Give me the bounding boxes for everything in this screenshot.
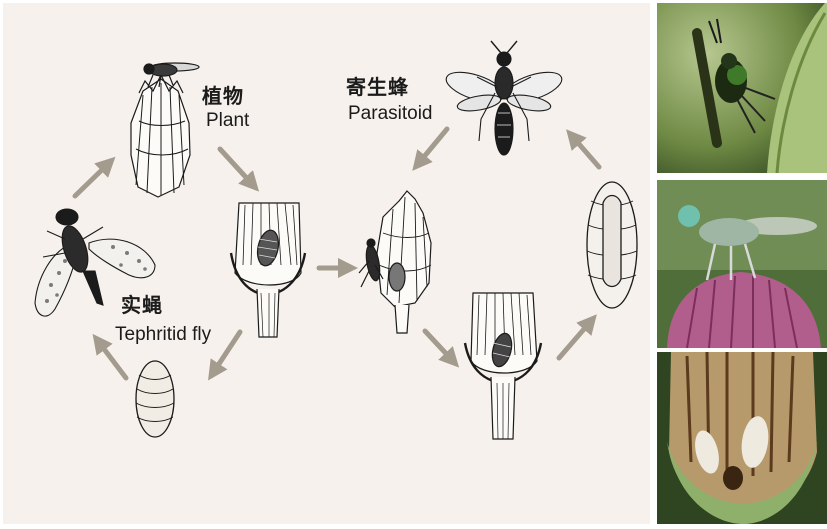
parasitoid-label-en: Parasitoid <box>348 104 433 125</box>
arrow-larva-to-pupa <box>213 332 240 373</box>
fly-on-flowerhead-illustration <box>131 63 199 197</box>
arrow-pupa-to-puparium <box>559 321 591 358</box>
parasitoid-wasp-photo <box>657 3 827 173</box>
arrow-puparium-to-wasp <box>572 136 599 167</box>
arrow-pupa-to-fly <box>98 341 126 378</box>
larvae-in-flowerhead-photo <box>657 352 827 524</box>
parasitoid-label-cn: 寄生蜂 <box>346 76 409 98</box>
fly-label-cn: 实蝇 <box>121 294 163 316</box>
plant-label-cn: 植物 <box>202 85 244 107</box>
life-cycle-diagram: 植物 Plant 寄生蜂 Parasitoid 实蝇 Tephritid fly <box>3 3 650 524</box>
puparium-illustration <box>587 182 637 308</box>
arrow-parasitized-to-pupa <box>425 331 453 361</box>
flowerhead-with-pupa-illustration <box>465 293 541 439</box>
flowerhead-with-larva-illustration <box>231 203 305 337</box>
pupa-illustration <box>136 361 174 437</box>
arrow-plant-to-larva <box>220 149 253 185</box>
plant-label-en: Plant <box>206 111 249 132</box>
arrow-wasp-to-parasitized <box>418 129 447 164</box>
parasitoid-on-flowerhead-illustration <box>359 191 431 333</box>
parasitoid-wasp-illustration <box>443 41 565 155</box>
fly-label-en: Tephritid fly <box>115 325 211 346</box>
diagram-canvas <box>3 3 650 524</box>
tephritid-fly-photo <box>657 180 827 348</box>
arrow-fly-to-plant <box>75 163 109 196</box>
